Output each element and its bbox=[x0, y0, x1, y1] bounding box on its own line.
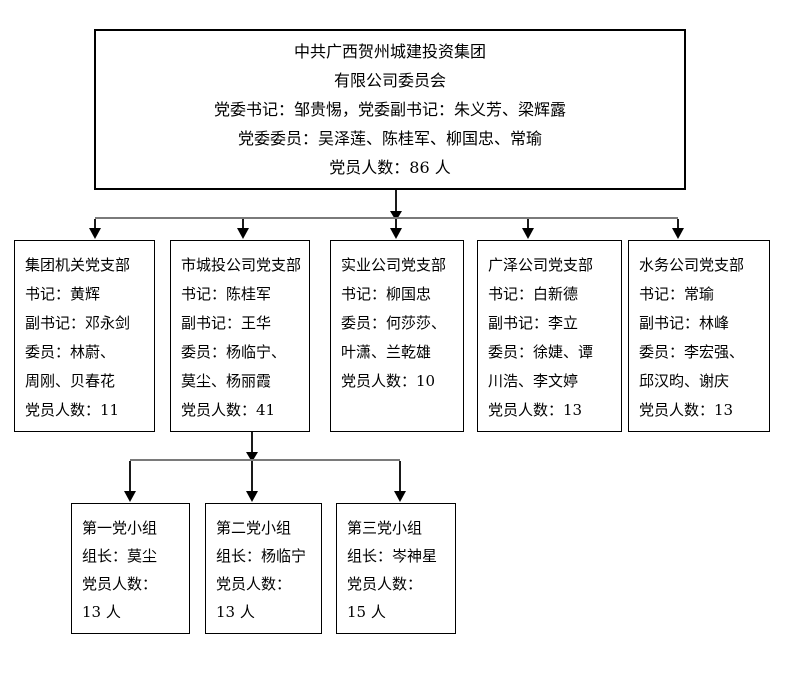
branch-title: 市城投公司党支部 bbox=[181, 256, 302, 274]
branch-title: 水务公司党支部 bbox=[639, 256, 745, 274]
group-title: 第二党小组 bbox=[216, 519, 292, 537]
group-box-second: 第二党小组 组长：杨临宁 党员人数： 13 人 bbox=[205, 503, 322, 634]
branch-box-shiye: 实业公司党支部 书记：柳国忠 委员：何莎莎、 叶潇、兰乾雄 党员人数：10 bbox=[330, 240, 464, 432]
branch-secretary: 书记：柳国忠 bbox=[341, 285, 432, 303]
group-count-label: 党员人数： bbox=[216, 575, 292, 593]
group-count-label: 党员人数： bbox=[82, 575, 158, 593]
connector-root-to-branches bbox=[89, 190, 684, 239]
arrowhead bbox=[246, 452, 258, 462]
branch-members-line-2: 邱汉昀、谢庆 bbox=[639, 372, 730, 390]
group-leader: 组长：杨临宁 bbox=[216, 547, 307, 565]
branch-box-guangze: 广泽公司党支部 书记：白新德 副书记：李立 委员：徐婕、谭 川浩、李文婷 党员人… bbox=[477, 240, 622, 432]
root-members: 党委委员：吴泽莲、陈桂军、柳国忠、常瑜 bbox=[237, 129, 542, 148]
connector-branch2-to-groups bbox=[124, 432, 406, 502]
branch-deputy-secretary: 副书记：邓永剑 bbox=[25, 314, 131, 332]
branch-member-count: 党员人数：13 bbox=[488, 401, 583, 419]
branch-members-line-2: 周刚、贝春花 bbox=[25, 372, 116, 390]
branch-title: 集团机关党支部 bbox=[25, 256, 131, 274]
branch-deputy-secretary: 副书记：李立 bbox=[488, 314, 579, 332]
arrowhead bbox=[246, 491, 258, 502]
branch-members-line-2: 叶潇、兰乾雄 bbox=[341, 343, 432, 361]
group-count-value: 13 人 bbox=[216, 603, 255, 621]
branch-secretary: 书记：陈桂军 bbox=[181, 285, 272, 303]
branch-box-group-hq: 集团机关党支部 书记：黄辉 副书记：邓永剑 委员：林蔚、 周刚、贝春花 党员人数… bbox=[14, 240, 155, 432]
group-leader: 组长：岑神星 bbox=[347, 547, 438, 565]
branch-members-line-1: 委员：徐婕、谭 bbox=[488, 343, 594, 361]
branch-secretary: 书记：常瑜 bbox=[639, 285, 715, 303]
branch-members-line-1: 委员：林蔚、 bbox=[25, 343, 116, 361]
branch-secretary: 书记：白新德 bbox=[488, 285, 579, 303]
group-box-first: 第一党小组 组长：莫尘 党员人数： 13 人 bbox=[71, 503, 190, 634]
arrowhead bbox=[390, 211, 402, 221]
branch-box-chengtou: 市城投公司党支部 书记：陈桂军 副书记：王华 委员：杨临宁、 莫尘、杨丽霞 党员… bbox=[170, 240, 310, 432]
group-count-value: 13 人 bbox=[82, 603, 121, 621]
branch-secretary: 书记：黄辉 bbox=[25, 285, 101, 303]
arrowhead bbox=[390, 228, 402, 239]
branch-box-shuiwu: 水务公司党支部 书记：常瑜 副书记：林峰 委员：李宏强、 邱汉昀、谢庆 党员人数… bbox=[628, 240, 770, 432]
branch-members-line-1: 委员：李宏强、 bbox=[639, 343, 745, 361]
branch-deputy-secretary: 副书记：王华 bbox=[181, 314, 272, 332]
branch-member-count: 党员人数：41 bbox=[181, 401, 276, 419]
arrowhead bbox=[124, 491, 136, 502]
group-count-value: 15 人 bbox=[347, 603, 386, 621]
root-title-line-2: 有限公司委员会 bbox=[333, 71, 446, 90]
branch-members-line-1: 委员：杨临宁、 bbox=[181, 343, 287, 361]
branch-members-line-1: 委员：何莎莎、 bbox=[341, 314, 447, 332]
branch-member-count: 党员人数：10 bbox=[341, 372, 436, 390]
root-title-line-1: 中共广西贺州城建投资集团 bbox=[293, 42, 486, 61]
root-secretaries: 党委书记：邹贵惕，党委副书记：朱义芳、梁辉露 bbox=[213, 100, 566, 119]
group-count-label: 党员人数： bbox=[347, 575, 423, 593]
arrowhead bbox=[89, 228, 101, 239]
arrowhead bbox=[672, 228, 684, 239]
group-box-third: 第三党小组 组长：岑神星 党员人数： 15 人 bbox=[336, 503, 456, 634]
group-title: 第三党小组 bbox=[347, 519, 423, 537]
arrowhead bbox=[522, 228, 534, 239]
branch-title: 实业公司党支部 bbox=[341, 256, 447, 274]
arrowhead bbox=[394, 491, 406, 502]
branch-deputy-secretary: 副书记：林峰 bbox=[639, 314, 730, 332]
arrowhead bbox=[237, 228, 249, 239]
branch-title: 广泽公司党支部 bbox=[488, 256, 594, 274]
root-box-party-committee: 中共广西贺州城建投资集团 有限公司委员会 党委书记：邹贵惕，党委副书记：朱义芳、… bbox=[94, 29, 686, 190]
branch-member-count: 党员人数：11 bbox=[25, 401, 120, 419]
branch-members-line-2: 川浩、李文婷 bbox=[488, 372, 579, 390]
group-leader: 组长：莫尘 bbox=[82, 547, 158, 565]
group-title: 第一党小组 bbox=[82, 519, 158, 537]
branch-members-line-2: 莫尘、杨丽霞 bbox=[181, 372, 272, 390]
branch-member-count: 党员人数：13 bbox=[639, 401, 734, 419]
root-member-count: 党员人数：86 人 bbox=[329, 158, 451, 177]
